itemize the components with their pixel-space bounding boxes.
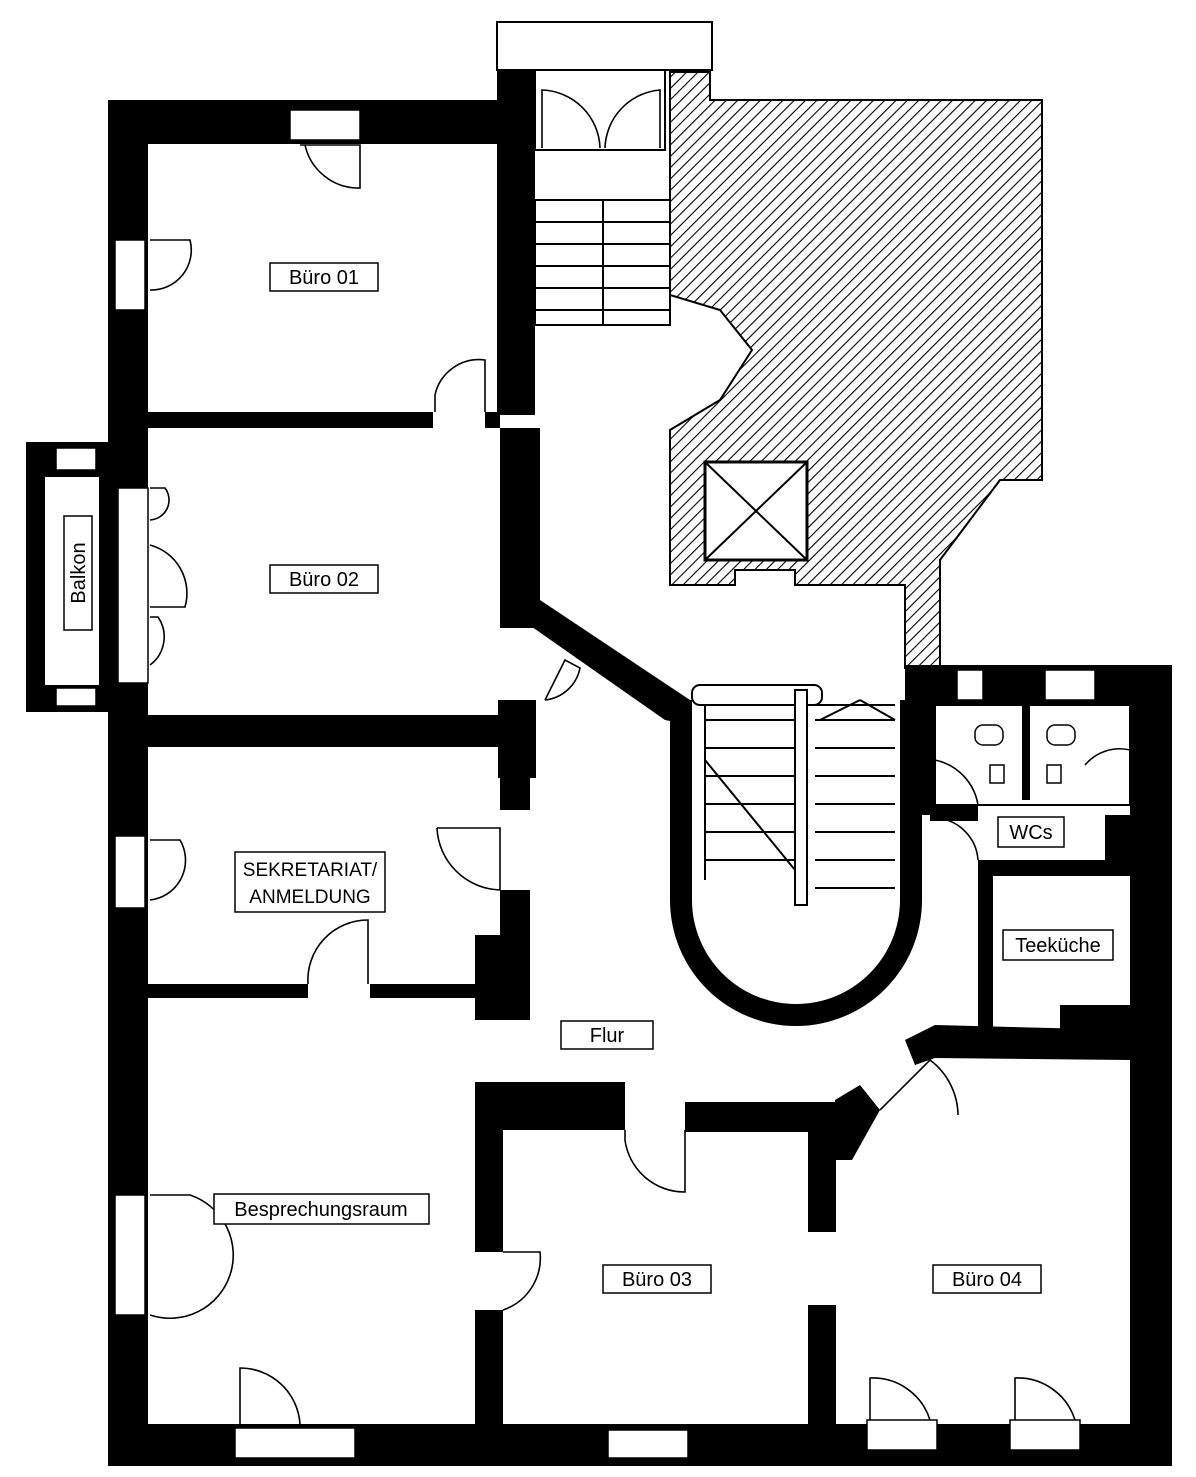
stair-tower	[670, 684, 922, 1026]
svg-text:Büro 03: Büro 03	[622, 1269, 692, 1291]
room-label-flur: Flur	[560, 1020, 654, 1050]
svg-text:Balkon: Balkon	[68, 542, 90, 603]
room-label-wcs: WCs	[997, 816, 1065, 848]
room-label-buero04: Büro 04	[932, 1264, 1042, 1294]
svg-text:Büro 02: Büro 02	[289, 569, 359, 591]
room-label-buero01: Büro 01	[269, 262, 379, 292]
wc-fixtures	[974, 724, 1076, 784]
svg-text:WCs: WCs	[1009, 822, 1052, 844]
room-label-buero03: Büro 03	[602, 1264, 712, 1294]
room-label-besprechung: Besprechungsraum	[213, 1193, 430, 1225]
room-label-buero02: Büro 02	[269, 564, 379, 594]
svg-text:ANMELDUNG: ANMELDUNG	[249, 887, 370, 908]
svg-text:Besprechungsraum: Besprechungsraum	[234, 1199, 407, 1221]
doors	[149, 144, 1131, 1425]
elevator-shaft	[703, 460, 809, 562]
windows	[114, 109, 1096, 1459]
svg-text:Flur: Flur	[590, 1025, 625, 1047]
hatched-shaft-area	[669, 71, 1043, 669]
interior-walls	[108, 412, 1131, 1465]
svg-text:Büro 04: Büro 04	[952, 1269, 1022, 1291]
room-label-sekretariat: SEKRETARIAT/ ANMELDUNG	[234, 851, 386, 913]
entrance-stairs	[496, 21, 713, 326]
svg-text:Teeküche: Teeküche	[1015, 935, 1101, 957]
room-label-balkon: Balkon	[63, 515, 93, 631]
svg-text:SEKRETARIAT/: SEKRETARIAT/	[243, 860, 378, 881]
svg-text:Büro 01: Büro 01	[289, 267, 359, 289]
room-label-teekueche: Teeküche	[1002, 929, 1114, 961]
